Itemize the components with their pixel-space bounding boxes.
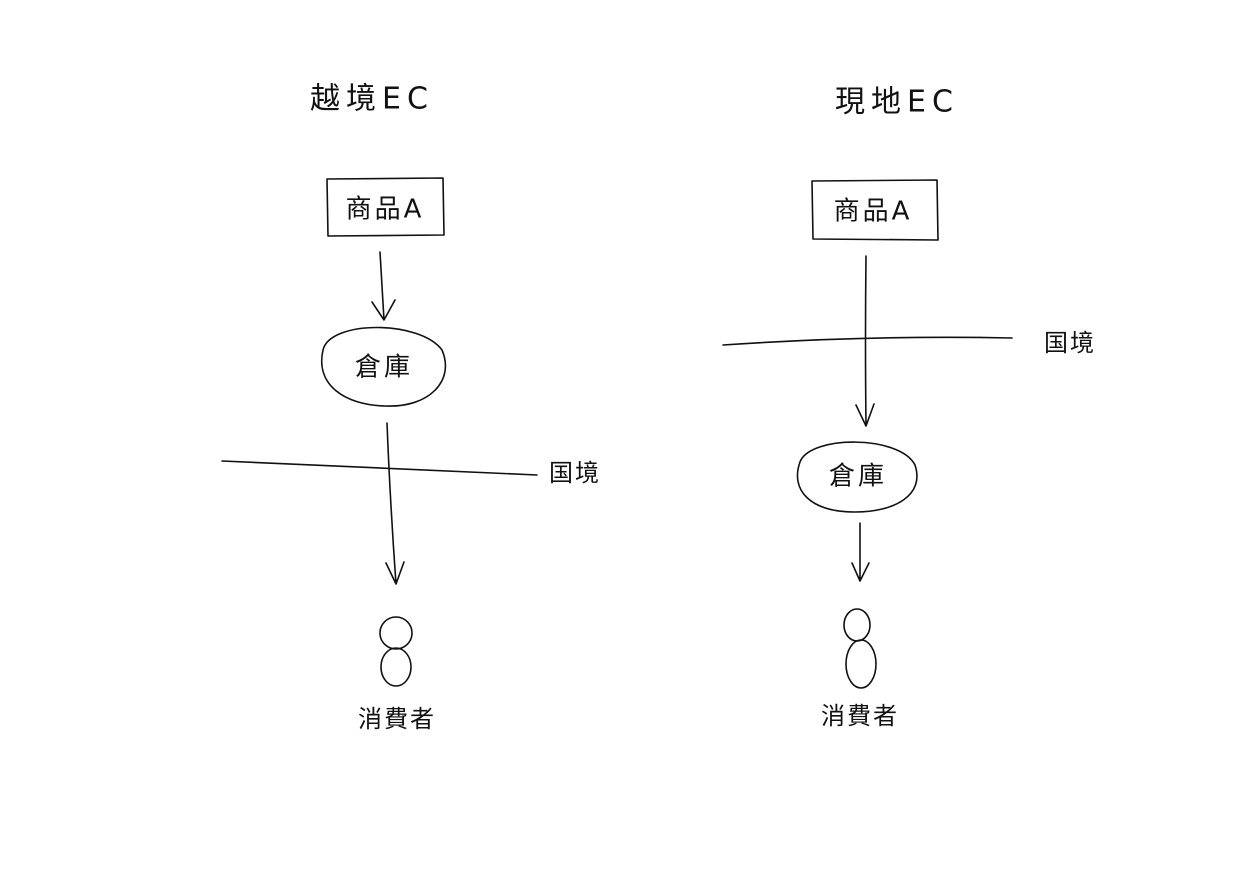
right-product-box (811, 179, 939, 241)
left-diagram: 越境EC 商品A 倉庫 国境 消費者 (221, 82, 601, 733)
right-title: 現地EC (835, 85, 959, 120)
left-arrow-to-consumer (385, 422, 405, 585)
left-consumer-body (380, 647, 412, 687)
right-consumer-label: 消費者 (821, 702, 899, 730)
left-product-box (326, 177, 445, 237)
right-product-label: 商品A (834, 197, 913, 227)
right-border-line (722, 336, 1013, 346)
left-arrow-to-warehouse (371, 251, 396, 321)
right-border-label: 国境 (1044, 329, 1096, 357)
left-title: 越境EC (310, 82, 434, 117)
right-warehouse-ellipse (796, 441, 918, 513)
right-consumer-body (845, 639, 877, 689)
right-arrow-to-warehouse (855, 255, 875, 427)
right-diagram: 現地EC 商品A 国境 倉庫 消費者 (722, 85, 1096, 730)
left-consumer-label: 消費者 (358, 705, 436, 733)
left-product-label: 商品A (346, 195, 425, 225)
left-border-label: 国境 (549, 459, 601, 487)
left-border-line (221, 460, 538, 476)
right-warehouse-label: 倉庫 (829, 462, 887, 492)
left-warehouse-label: 倉庫 (355, 353, 413, 383)
left-warehouse-ellipse (320, 326, 447, 407)
left-consumer-head (379, 616, 413, 650)
right-consumer-head (843, 608, 871, 642)
right-arrow-to-consumer (851, 522, 870, 582)
